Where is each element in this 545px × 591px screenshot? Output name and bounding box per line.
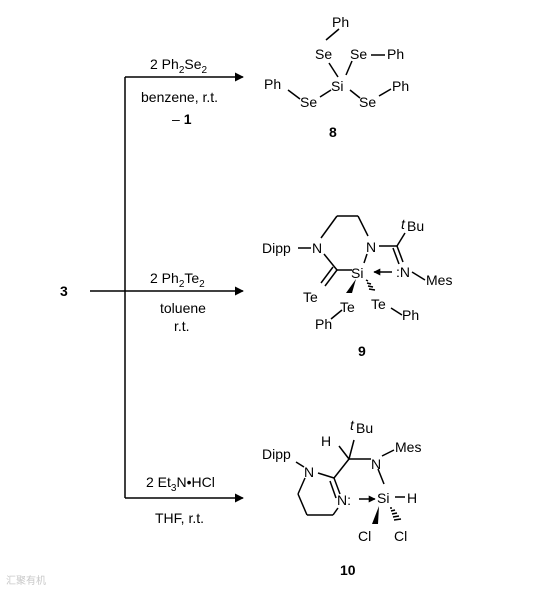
atom-dipp: Dipp (262, 240, 291, 256)
atom-n-donor: N: (337, 492, 351, 508)
atom-ph: Ph (402, 307, 419, 323)
branch-arrows (90, 72, 244, 503)
atom-te: Te (303, 289, 318, 305)
solvent-2: toluene (160, 300, 206, 316)
atom-ph: Ph (392, 78, 409, 94)
atom-se: Se (350, 46, 367, 62)
solvent-1: benzene, r.t. (141, 89, 218, 105)
product-10-label: 10 (340, 562, 356, 578)
product-8-label: 8 (329, 124, 337, 140)
atom-n: N (371, 456, 381, 472)
atom-se: Se (359, 94, 376, 110)
atom-h: H (407, 490, 417, 506)
atom-te: Te (340, 299, 355, 315)
product-9-structure: t Bu Dipp N N Si :N Mes Te Te Ph Te Ph (262, 215, 452, 332)
atom-cl: Cl (358, 528, 371, 544)
atom-ph: Ph (387, 46, 404, 62)
product-8-structure: Ph Se Se Ph Ph Si Se Se Ph (264, 14, 409, 110)
atom-mes: Mes (426, 272, 452, 288)
atom-dipp: Dipp (262, 446, 291, 462)
atom-n-imine: :N (396, 264, 410, 280)
atom-h: H (321, 433, 331, 449)
reagent-2: 2 Ph2Te2 (150, 270, 205, 290)
atom-se: Se (300, 94, 317, 110)
condition-2: r.t. (174, 318, 190, 334)
starting-material-label: 3 (60, 283, 68, 299)
atom-si: Si (377, 490, 389, 506)
atom-te: Te (371, 296, 386, 312)
byproduct-note: – 1 (172, 111, 192, 127)
atom-ph: Ph (332, 14, 349, 30)
reagent-3: 2 Et3N•HCl (146, 474, 215, 494)
tert-prefix: t (401, 216, 406, 232)
atom-n: N (366, 239, 376, 255)
atom-ph: Ph (264, 76, 281, 92)
solvent-3: THF, r.t. (155, 510, 204, 526)
atom-si: Si (351, 265, 363, 281)
atom-si: Si (331, 78, 343, 94)
tert-prefix: t (350, 417, 355, 433)
atom-cl: Cl (394, 528, 407, 544)
atom-n: N (312, 240, 322, 256)
reagent-1: 2 Ph2Se2 (150, 56, 208, 76)
product-10-structure: H t Bu Dipp N N Mes N: Si H Cl Cl (262, 417, 421, 544)
atom-mes: Mes (395, 439, 421, 455)
atom-bu: Bu (356, 420, 373, 436)
atom-bu: Bu (407, 218, 424, 234)
atom-n: N (304, 464, 314, 480)
atom-ph: Ph (315, 316, 332, 332)
atom-se: Se (315, 46, 332, 62)
watermark: 汇聚有机 (6, 576, 46, 587)
product-9-label: 9 (358, 343, 366, 359)
